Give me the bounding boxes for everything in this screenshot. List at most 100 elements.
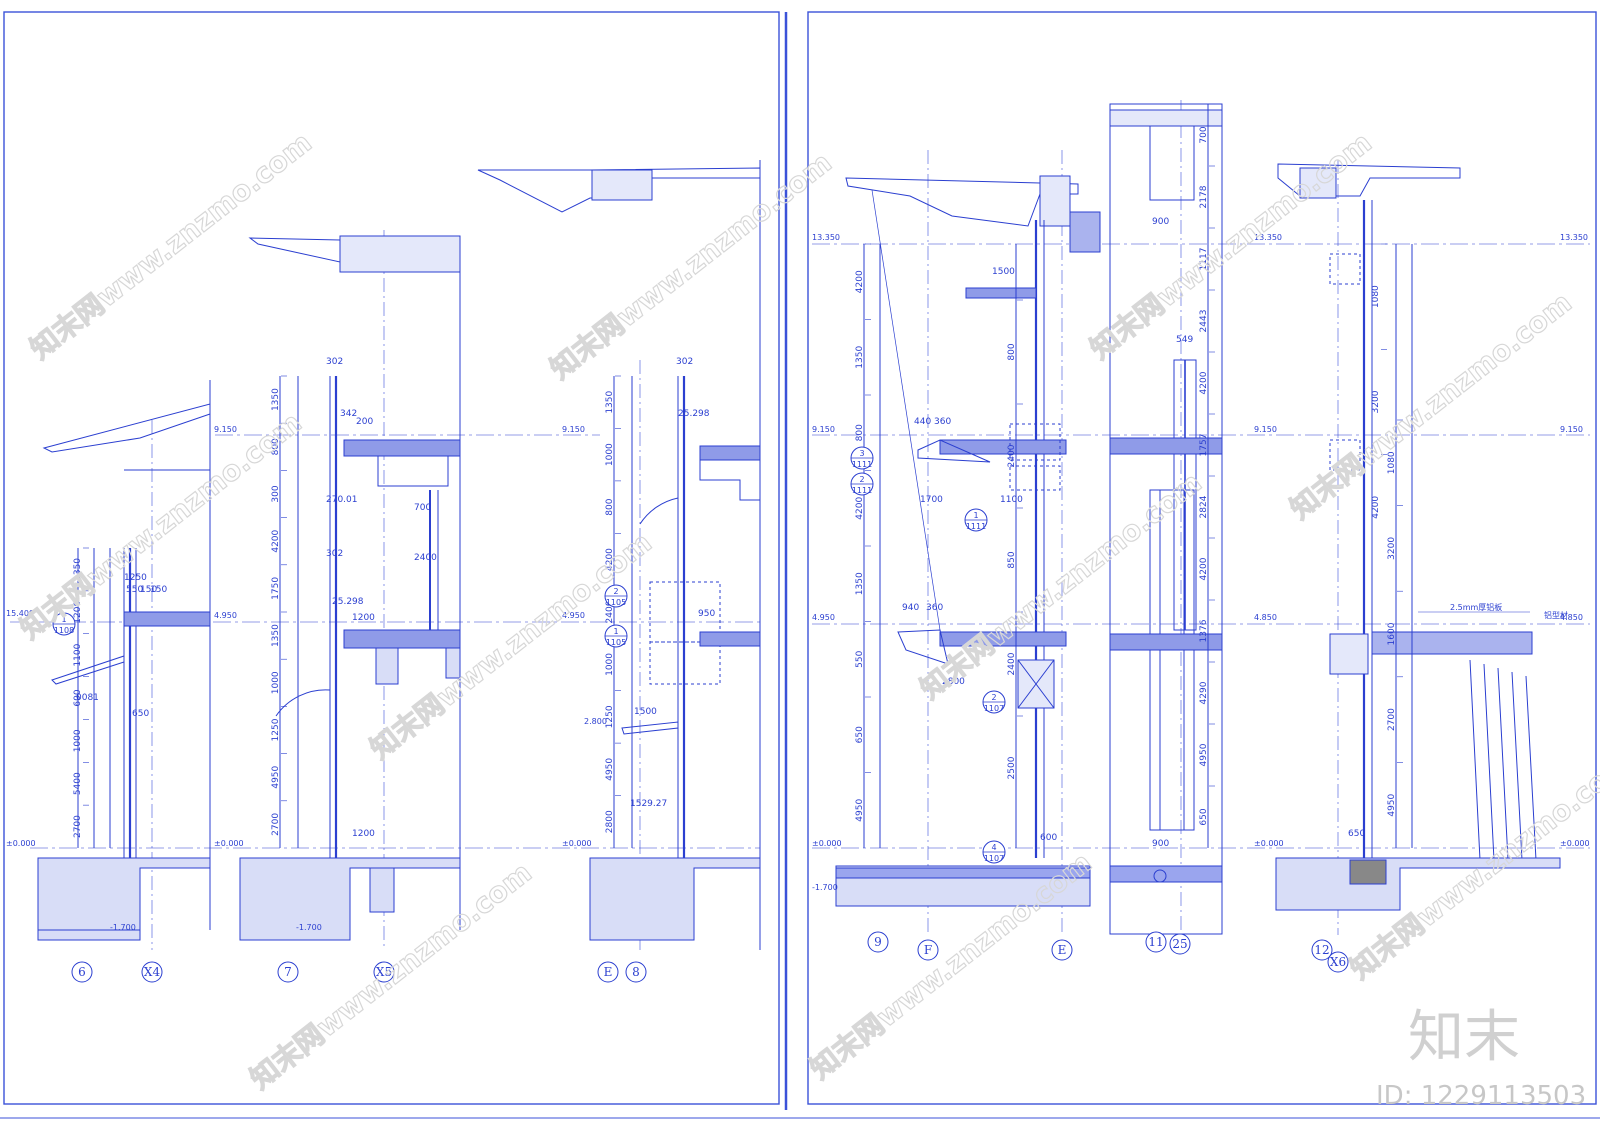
dimension-text: 2500 (1007, 756, 1017, 779)
dimension-text: 2400 (1007, 652, 1017, 675)
dimension-text: 2400 (605, 600, 615, 623)
dimension-text: 800 (605, 498, 615, 515)
dimension-text: 300 (271, 485, 281, 502)
level-label: 4.850 (1560, 613, 1583, 622)
axis-bubble (1311, 939, 1333, 961)
dimension-text: 550 (855, 650, 865, 667)
dimension-text: 2800 (942, 677, 965, 687)
level-label: -1.700 (812, 883, 838, 892)
axis-bubble (1327, 951, 1349, 973)
dimension-text: 650 (855, 726, 865, 743)
level-label: 13.350 (812, 233, 840, 242)
level-label: 9.150 (214, 425, 237, 434)
ground-slab (589, 857, 761, 941)
axis-bubble (917, 939, 939, 961)
dimension-text: 1350 (605, 390, 615, 413)
dimension-text: 1350 (271, 624, 281, 647)
axis-bubble (71, 961, 93, 983)
dimension-text: 900 (1152, 217, 1169, 227)
axis-label: 12 (1314, 943, 1329, 957)
dimension-text: 2400 (414, 553, 437, 563)
dimension-text: 2800 (605, 810, 615, 833)
level-label: -1.700 (110, 923, 136, 932)
dimension-text: 600 (1040, 833, 1057, 843)
dimension-text: 2178 (1199, 185, 1209, 208)
dimension-text: 1000 (271, 671, 281, 694)
dimension-text: 2443 (1199, 310, 1209, 333)
dimension-text: 1100 (1000, 495, 1023, 505)
axis-label: X5 (376, 965, 392, 979)
dimension-text: 2700 (1387, 708, 1397, 731)
roof-canopy (845, 177, 1079, 227)
note-text: 2.5mm厚铝板 (1450, 602, 1502, 612)
axis-label: 8 (632, 965, 640, 979)
level-label: 2.800 (584, 717, 607, 726)
dimension-text: 1200 (73, 601, 83, 624)
watermark-diagonal-group: 知末网www.znzmo.com 知末网www.znzmo.com 知末网www.z… (13, 125, 1600, 1096)
axis-label: 7 (284, 965, 292, 979)
watermark-logo: 知末 (1408, 1005, 1520, 1070)
dimension-text: 850 (1007, 551, 1017, 568)
dimension-texts: 1350120011006001000540027005501501250150… (73, 103, 1403, 849)
dimension-text: 342 (340, 409, 357, 419)
dimension-text: 150 (150, 585, 167, 595)
watermark-site-text: 知末网www.znzmo.com (24, 126, 318, 366)
dimension-text: 1700 (920, 495, 943, 505)
watermark-site-text: 知末网www.znzmo.com (1284, 286, 1578, 526)
dimension-text: 650 (1199, 808, 1209, 825)
dimension-text: 1350 (855, 572, 865, 595)
watermark-site-text: 知末网www.znzmo.com (14, 406, 308, 646)
axis-bubble (867, 931, 889, 953)
level-label: ±0.000 (562, 839, 592, 848)
door-swing-arc (639, 497, 679, 525)
callout-number: 1 (973, 511, 978, 520)
watermark-site-text: 知末网www.znzmo.com (544, 146, 838, 386)
dimension-text: 4200 (271, 529, 281, 552)
level-label: ±0.000 (1254, 839, 1284, 848)
callout-number: 2 (613, 587, 618, 596)
section-12-x6 (1275, 163, 1561, 911)
ground-slab (239, 857, 461, 941)
dimension-text: 4200 (855, 270, 865, 293)
level-label: 9.150 (562, 425, 585, 434)
dimension-text: 1200 (352, 829, 375, 839)
level-label: 4.950 (812, 613, 835, 622)
axis-bubble (373, 961, 395, 983)
axis-bubble (1169, 933, 1191, 955)
axis-label: 9 (874, 935, 882, 949)
callout-number: 2 (991, 693, 996, 702)
axis-label: E (604, 965, 613, 979)
dimension-text: 550 (126, 585, 143, 595)
dimension-text: 360 (926, 603, 943, 613)
dimension-text: 1000 (73, 729, 83, 752)
dimension-text: 2700 (73, 815, 83, 838)
level-lines (10, 243, 1590, 849)
level-labels: 15.400 4.950 ±0.000 -1.700 9.150 ±0.000 … (6, 233, 1590, 932)
dimension-text: 4950 (1387, 793, 1397, 816)
level-label: -1.700 (296, 923, 322, 932)
axis-label: E (1058, 943, 1067, 957)
callout-number: 3 (859, 449, 864, 458)
dimension-text: 4950 (271, 765, 281, 788)
dimension-text: 600 (73, 689, 83, 706)
dimension-text: 4200 (855, 497, 865, 520)
dimension-text: 650 (132, 709, 149, 719)
dimension-text: 0081 (76, 693, 99, 703)
dimension-text: 1250 (124, 573, 147, 583)
callout-number: 1 (61, 615, 66, 624)
dimension-text: 4200 (1371, 496, 1381, 519)
dimension-text: 360 (934, 417, 951, 427)
axis-label: F (924, 943, 932, 957)
dimension-text: 1117 (1199, 248, 1209, 271)
section-9-f-e (835, 175, 1101, 907)
ground-slab (37, 857, 211, 941)
level-label: ±0.000 (6, 839, 36, 848)
dimension-text: 25.298 (678, 409, 710, 419)
watermark-site-text: 知末网www.znzmo.com (914, 466, 1208, 706)
dimension-text: 950 (698, 609, 715, 619)
level-label: 9.150 (1254, 425, 1277, 434)
ground-slab (1275, 857, 1561, 911)
